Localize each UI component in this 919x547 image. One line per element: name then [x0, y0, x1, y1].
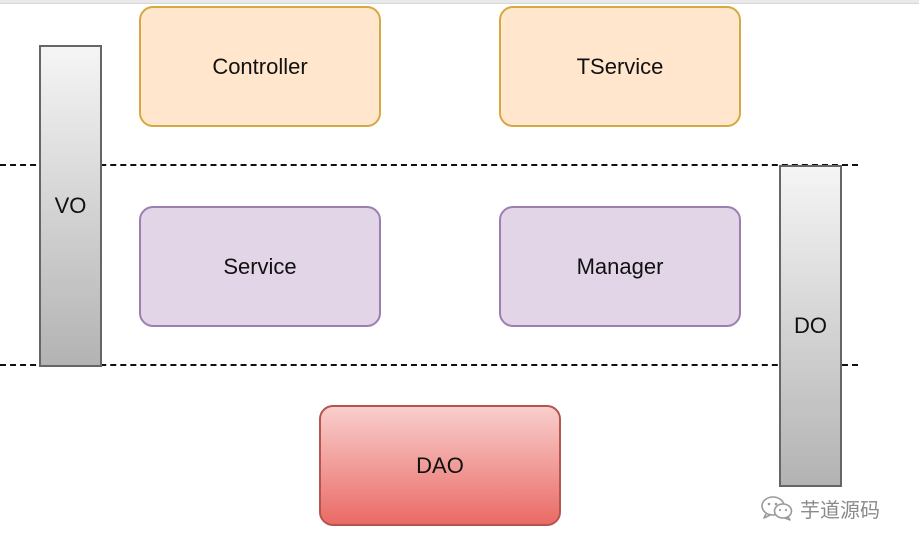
dao-box: DAO: [319, 405, 561, 526]
dao-label: DAO: [416, 452, 464, 478]
tservice-label: TService: [576, 53, 664, 79]
tservice-box: TService: [499, 6, 741, 127]
service-box: Service: [139, 206, 381, 327]
controller-box: Controller: [139, 6, 381, 127]
layer-separator-lower: [0, 364, 858, 366]
top-border: [0, 0, 919, 4]
controller-label: Controller: [212, 53, 308, 79]
layer-separator-upper: [0, 164, 858, 166]
vo-label: VO: [54, 193, 87, 218]
do-label: DO: [794, 313, 827, 338]
do-object-bar: DO: [779, 165, 842, 487]
service-label: Service: [223, 253, 297, 279]
vo-object-bar: VO: [39, 45, 102, 367]
wechat-icon: [760, 495, 794, 521]
watermark-text: 芋道源码: [800, 499, 880, 522]
watermark: 芋道源码: [760, 494, 880, 522]
manager-label: Manager: [576, 253, 664, 279]
manager-box: Manager: [499, 206, 741, 327]
